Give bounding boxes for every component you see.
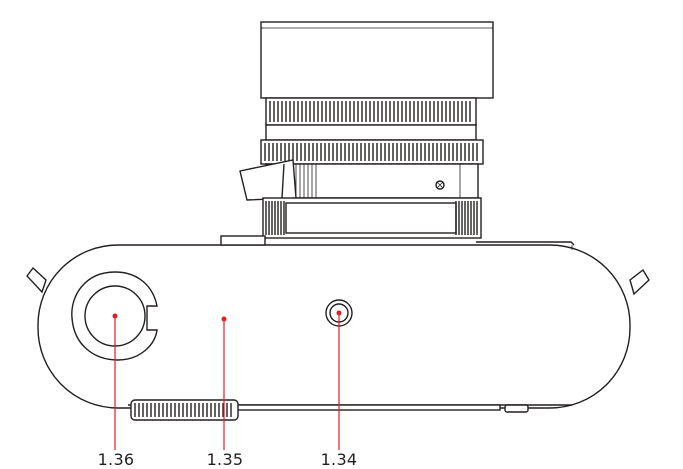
ring-band (265, 124, 477, 141)
callout-label-1.35: 1.35 (206, 450, 244, 469)
aperture-ring (265, 97, 477, 126)
lens-barrel (265, 163, 479, 199)
callout-line-1.36 (112, 313, 118, 450)
focus-ring (260, 139, 484, 165)
lens-mount-ring (262, 197, 482, 239)
strap-lug-right (629, 268, 650, 296)
strap-lug-left (26, 266, 47, 294)
callout-line-1.34 (336, 310, 342, 450)
callout-label-1.36: 1.36 (97, 450, 135, 469)
shutter-speed-dial (130, 399, 239, 421)
lens-hood (260, 21, 494, 99)
lens-lock-screw (435, 180, 445, 190)
focus-tab (239, 159, 297, 201)
camera-body (37, 235, 631, 409)
callout-label-1.34: 1.34 (320, 450, 358, 469)
callout-line-1.35 (221, 316, 227, 450)
